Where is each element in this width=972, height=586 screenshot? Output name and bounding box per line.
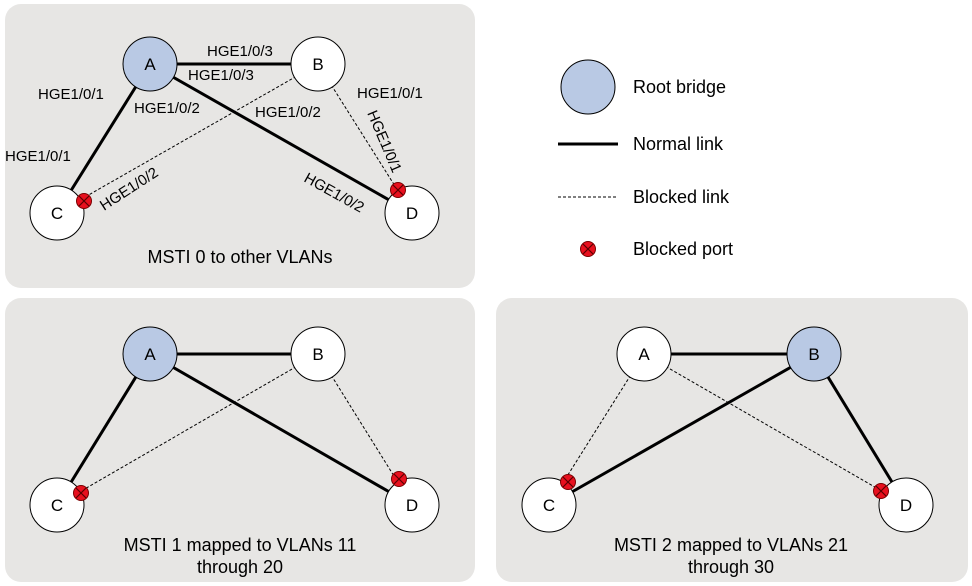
- blocked-port-marker: [75, 192, 93, 210]
- port-label-b-hge1-0-3: HGE1/0/3: [188, 67, 254, 84]
- legend-blocked-port-icon: [579, 240, 597, 258]
- panel-caption-line-2: through 20: [197, 557, 283, 577]
- panel-background: [5, 298, 475, 582]
- link-a-d-blocked: [643, 353, 907, 506]
- link-a-d: [149, 352, 413, 507]
- node-d: [384, 185, 440, 241]
- node-b-label: B: [808, 345, 819, 364]
- link-a-c: [55, 63, 152, 214]
- legend-root-bridge-label: Root bridge: [633, 77, 726, 97]
- panel-caption-line-2: through 30: [688, 557, 774, 577]
- panel-caption-line-1: MSTI 2 mapped to VLANs 21: [614, 535, 848, 555]
- node-d-label: D: [900, 496, 912, 515]
- node-c: [29, 185, 85, 241]
- node-c: [29, 477, 85, 533]
- node-c: [521, 477, 577, 533]
- node-d: [878, 477, 934, 533]
- node-a-label: A: [144, 55, 156, 74]
- link-b-c: [548, 352, 815, 507]
- legend-normal-link-label: Normal link: [633, 134, 724, 154]
- node-a-label: A: [638, 345, 650, 364]
- link-b-d: [812, 353, 908, 506]
- node-b: [786, 326, 842, 382]
- link-a-d: [149, 62, 413, 215]
- legend-blocked-port-label: Blocked port: [633, 239, 733, 259]
- blocked-port-marker: [872, 482, 890, 500]
- blocked-port-marker: [72, 484, 90, 502]
- node-b-label: B: [312, 55, 323, 74]
- node-d: [384, 477, 440, 533]
- link-a-c: [55, 353, 152, 506]
- port-label-a-hge1-0-2: HGE1/0/2: [134, 100, 200, 117]
- node-c-label: C: [543, 496, 555, 515]
- port-label-b-hge1-0-2: HGE1/0/2: [255, 104, 321, 121]
- node-d-label: D: [406, 204, 418, 223]
- node-a: [616, 326, 672, 382]
- port-label-b-hge1-0-1: HGE1/0/1: [357, 85, 423, 102]
- port-label-a-hge1-0-1: HGE1/0/1: [38, 86, 104, 103]
- node-c-label: C: [51, 204, 63, 223]
- blocked-port-marker: [389, 181, 407, 199]
- panel-background: [496, 298, 968, 582]
- panel-background: [5, 4, 475, 288]
- blocked-port-marker: [559, 473, 577, 491]
- panel-msti-2: A B C D MSTI 2 mapped to VLANs 21 throug…: [496, 298, 968, 582]
- link-b-c-blocked: [56, 63, 319, 214]
- link-b-c-blocked: [56, 353, 319, 506]
- node-a: [122, 326, 178, 382]
- node-b-label: B: [312, 345, 323, 364]
- legend-root-bridge-swatch: [560, 59, 616, 115]
- panel-msti-0: A B C D HGE1/0/3 HGE1/0/3 HGE1/0/1 HGE1/…: [5, 4, 475, 288]
- legend: Root bridge Normal link Blocked link Blo…: [558, 59, 733, 259]
- legend-blocked-link-label: Blocked link: [633, 187, 730, 207]
- node-d-label: D: [406, 496, 418, 515]
- node-b: [290, 36, 346, 92]
- blocked-port-marker: [390, 470, 408, 488]
- node-c-label: C: [51, 496, 63, 515]
- panel-caption-line-1: MSTI 1 mapped to VLANs 11: [124, 535, 357, 555]
- node-a: [122, 36, 178, 92]
- port-label-a-hge1-0-3: HGE1/0/3: [207, 43, 273, 60]
- port-label-c-hge1-0-1: HGE1/0/1: [5, 148, 71, 165]
- node-a-label: A: [144, 345, 156, 364]
- panel-msti-1: A B C D MSTI 1 mapped to VLANs 11 throug…: [5, 298, 475, 582]
- node-b: [290, 326, 346, 382]
- panel-caption: MSTI 0 to other VLANs: [147, 247, 332, 267]
